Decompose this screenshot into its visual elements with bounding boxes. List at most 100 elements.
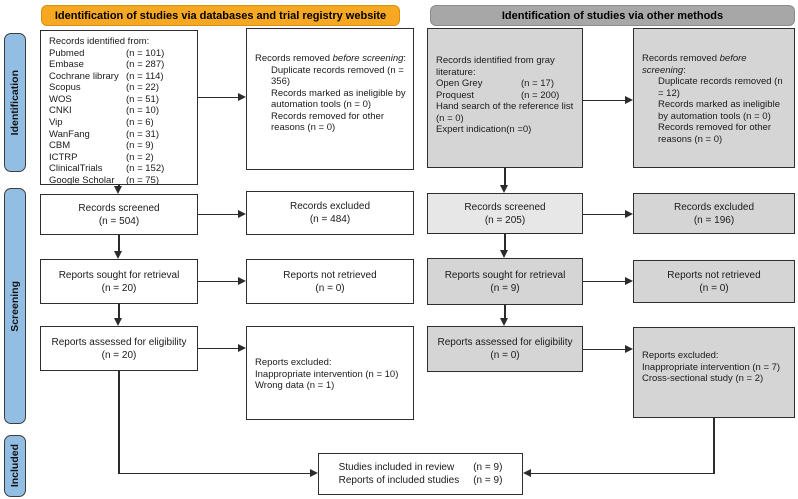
arrowhead-down-icon [500, 185, 508, 193]
included-label: Studies included in review [338, 461, 455, 473]
box-records-excluded-other: Records excluded (n = 196) [633, 193, 795, 234]
source-name: Proquest [436, 89, 475, 101]
box-line: Reports sought for retrieval [58, 269, 180, 281]
box-count: (n = 20) [101, 349, 137, 361]
records-removed-title: Records removed before screening: [247, 53, 413, 65]
arrowhead-right-icon [238, 92, 246, 101]
arrowhead-right-icon [238, 343, 246, 352]
box-line: Reports not retrieved [283, 269, 377, 281]
records-identified-title: Records identified from: [49, 36, 150, 47]
box-line: Reports sought for retrieval [444, 269, 566, 281]
removed-item: Records marked as ineligible by automati… [271, 87, 406, 111]
reports-excluded-item: Wrong data (n = 1) [255, 380, 335, 392]
header-other-methods: Identification of studies via other meth… [430, 5, 795, 26]
source-name: WOS [49, 93, 72, 105]
arrowhead-down-icon [500, 250, 508, 258]
reports-excluded-item: Inappropriate intervention (n = 10) [255, 368, 399, 380]
included-count: (n = 9) [473, 461, 503, 473]
arrowhead-right-icon [238, 209, 246, 218]
phase-included-label: Included [9, 444, 21, 488]
arrowhead-down-icon [114, 318, 122, 326]
source-count: (n = 114) [126, 70, 164, 82]
line-db-elbow-to-included [118, 472, 311, 474]
box-count: (n = 196) [693, 214, 735, 226]
arrow-other-screened-to-excluded [583, 213, 626, 215]
included-count: (n = 9) [473, 475, 503, 486]
included-summary: Studies included in review (n = 9) Report… [319, 454, 522, 494]
header-other-methods-label: Identification of studies via other meth… [501, 9, 724, 22]
records-removed-lead: Records removed [255, 53, 333, 64]
box-count: (n = 0) [699, 282, 729, 294]
source-name: ICTRP [49, 151, 78, 163]
source-count: (n = 31) [126, 128, 160, 140]
source-name: Open Grey [436, 78, 483, 90]
records-removed-lead: Records removed [642, 53, 720, 64]
source-count: (n = 101) [126, 47, 165, 59]
phase-screening: Screening [4, 188, 26, 424]
box-line: Records excluded [673, 201, 755, 213]
phase-included: Included [4, 435, 26, 497]
gray-source-list: Open Grey(n = 17) Proquest(n = 200) [428, 78, 582, 101]
arrow-other-assessed-to-excluded [583, 348, 626, 350]
source-count: (n = 200) [521, 89, 560, 101]
gray-source-extra: Expert indication(n =0) [436, 124, 532, 136]
source-count: (n = 75) [126, 174, 160, 186]
reports-excluded-item: Inappropriate intervention (n = 7) [642, 361, 781, 373]
source-name: Google Scholar [49, 174, 115, 186]
box-line: Reports not retrieved [667, 269, 761, 281]
records-removed-lead-italic: before screening [332, 53, 404, 64]
removed-item: Duplicate records removed (n = 12) [658, 76, 783, 99]
arrowhead-right-icon [625, 276, 633, 285]
gray-source-extra: Hand search of the reference list (n = 0… [436, 101, 574, 124]
header-databases: Identification of studies via databases … [41, 5, 400, 26]
line-other-elbow-to-included [531, 472, 715, 474]
arrow-db-screened-to-excluded [198, 213, 239, 215]
arrow-other-sought-to-notretrieved [583, 280, 626, 282]
arrow-other-identified-to-removed [583, 99, 626, 101]
source-count: (n = 152) [126, 163, 165, 175]
source-name: CNKI [49, 105, 72, 117]
arrow-db-screened-to-sought [118, 235, 120, 252]
reports-excluded-title: Reports excluded: [255, 357, 332, 368]
box-reports-excluded-other: Reports excluded: Inappropriate interven… [633, 327, 795, 418]
database-source-list: Pubmed(n = 101) Embase(n = 287) Cochrane… [41, 48, 197, 187]
source-name: Pubmed [49, 47, 85, 59]
arrowhead-right-icon [238, 276, 246, 285]
source-count: (n = 2) [126, 151, 154, 163]
line-other-excluded-to-included [713, 418, 715, 474]
box-line: Records excluded [289, 201, 371, 212]
box-line: Records screened [78, 202, 160, 214]
reports-excluded-item: Cross-sectional study (n = 2) [642, 373, 764, 385]
box-reports-excluded-databases: Reports excluded: Inappropriate interven… [246, 326, 414, 420]
box-reports-sought-other: Reports sought for retrieval (n = 9) [427, 258, 583, 305]
source-count: (n = 22) [126, 82, 160, 94]
box-records-screened-databases: Records screened (n = 504) [40, 194, 198, 235]
box-reports-not-retrieved-databases: Reports not retrieved (n = 0) [246, 259, 414, 304]
source-count: (n = 9) [126, 140, 154, 152]
box-count: (n = 0) [315, 282, 345, 294]
source-name: Vip [49, 117, 63, 129]
arrow-other-sought-to-assessed [504, 305, 506, 319]
arrow-other-identified-to-screened [504, 168, 506, 187]
arrow-db-assessed-to-excluded [198, 347, 239, 349]
box-reports-not-retrieved-other: Reports not retrieved (n = 0) [633, 260, 795, 303]
source-name: Embase [49, 59, 84, 71]
box-count: (n = 205) [484, 214, 526, 226]
arrowhead-right-icon [625, 209, 633, 218]
box-line: Reports assessed for eligibility [51, 336, 187, 348]
box-records-excluded-databases: Records excluded (n = 484) [246, 191, 414, 235]
gray-literature-title: Records identified from gray literature: [436, 55, 555, 78]
arrowhead-right-icon [310, 468, 318, 477]
removed-item: Records removed for other reasons (n = 0… [271, 110, 384, 134]
box-count: (n = 20) [101, 282, 137, 294]
records-removed-lead-suffix: : [683, 64, 686, 76]
arrow-other-screened-to-sought [504, 234, 506, 251]
source-count: (n = 287) [126, 59, 165, 71]
box-reports-assessed-other: Reports assessed for eligibility (n = 0) [427, 326, 583, 372]
source-count: (n = 10) [126, 105, 160, 117]
box-count: (n = 484) [309, 214, 351, 225]
box-reports-assessed-databases: Reports assessed for eligibility (n = 20… [40, 326, 198, 371]
included-label: Reports of included studies [338, 475, 460, 486]
arrowhead-down-icon [114, 251, 122, 259]
